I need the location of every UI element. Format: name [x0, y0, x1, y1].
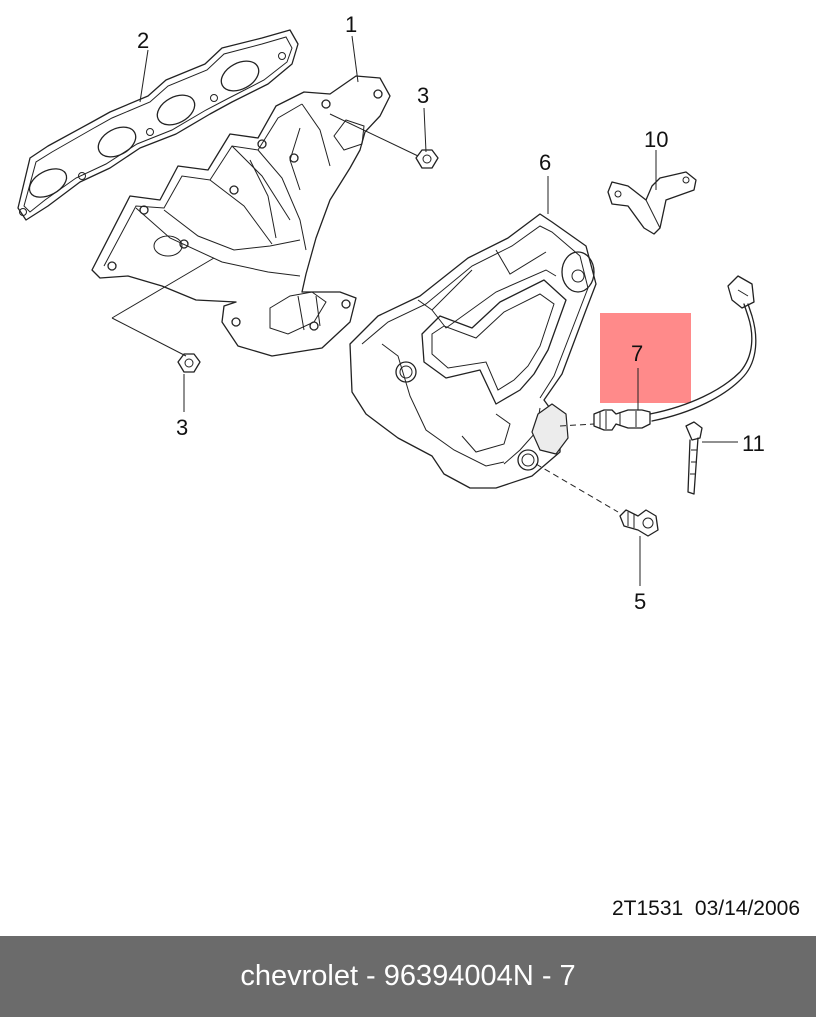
callout-11: 11 — [742, 431, 765, 456]
drawing-reference: 2T1531 03/14/2006 — [612, 897, 800, 921]
callout-5: 5 — [634, 589, 646, 614]
manifold-gasket — [17, 29, 299, 221]
exploded-parts-diagram: 2 1 3 3 6 10 7 11 5 — [17, 12, 765, 614]
bolt — [619, 509, 659, 537]
sensor-bracket — [607, 171, 697, 235]
callout-1: 1 — [345, 12, 357, 37]
footer-position: N - 7 — [512, 960, 576, 992]
callout-6: 6 — [539, 150, 551, 175]
nut-upper — [415, 149, 439, 169]
callout-3-lower: 3 — [176, 415, 188, 440]
footer-part-number: 96394004 — [383, 960, 513, 992]
heat-shield — [349, 213, 597, 489]
nut-lower — [177, 353, 201, 373]
highlight-box — [600, 313, 691, 403]
drawing-date: 03/14/2006 — [694, 897, 800, 920]
footer-bar: chevrolet - 96394004 N - 7 — [0, 936, 816, 1017]
callout-10: 10 — [644, 127, 668, 152]
leader-lines — [111, 35, 738, 586]
footer-brand: chevrolet — [240, 960, 358, 992]
exhaust-manifold — [91, 75, 391, 357]
oxygen-sensor — [593, 275, 757, 431]
callout-7: 7 — [631, 341, 643, 366]
drawing-code: 2T1531 — [611, 897, 684, 920]
cable-tie — [685, 421, 703, 495]
callout-3-upper: 3 — [417, 83, 429, 108]
callout-2: 2 — [137, 28, 149, 53]
